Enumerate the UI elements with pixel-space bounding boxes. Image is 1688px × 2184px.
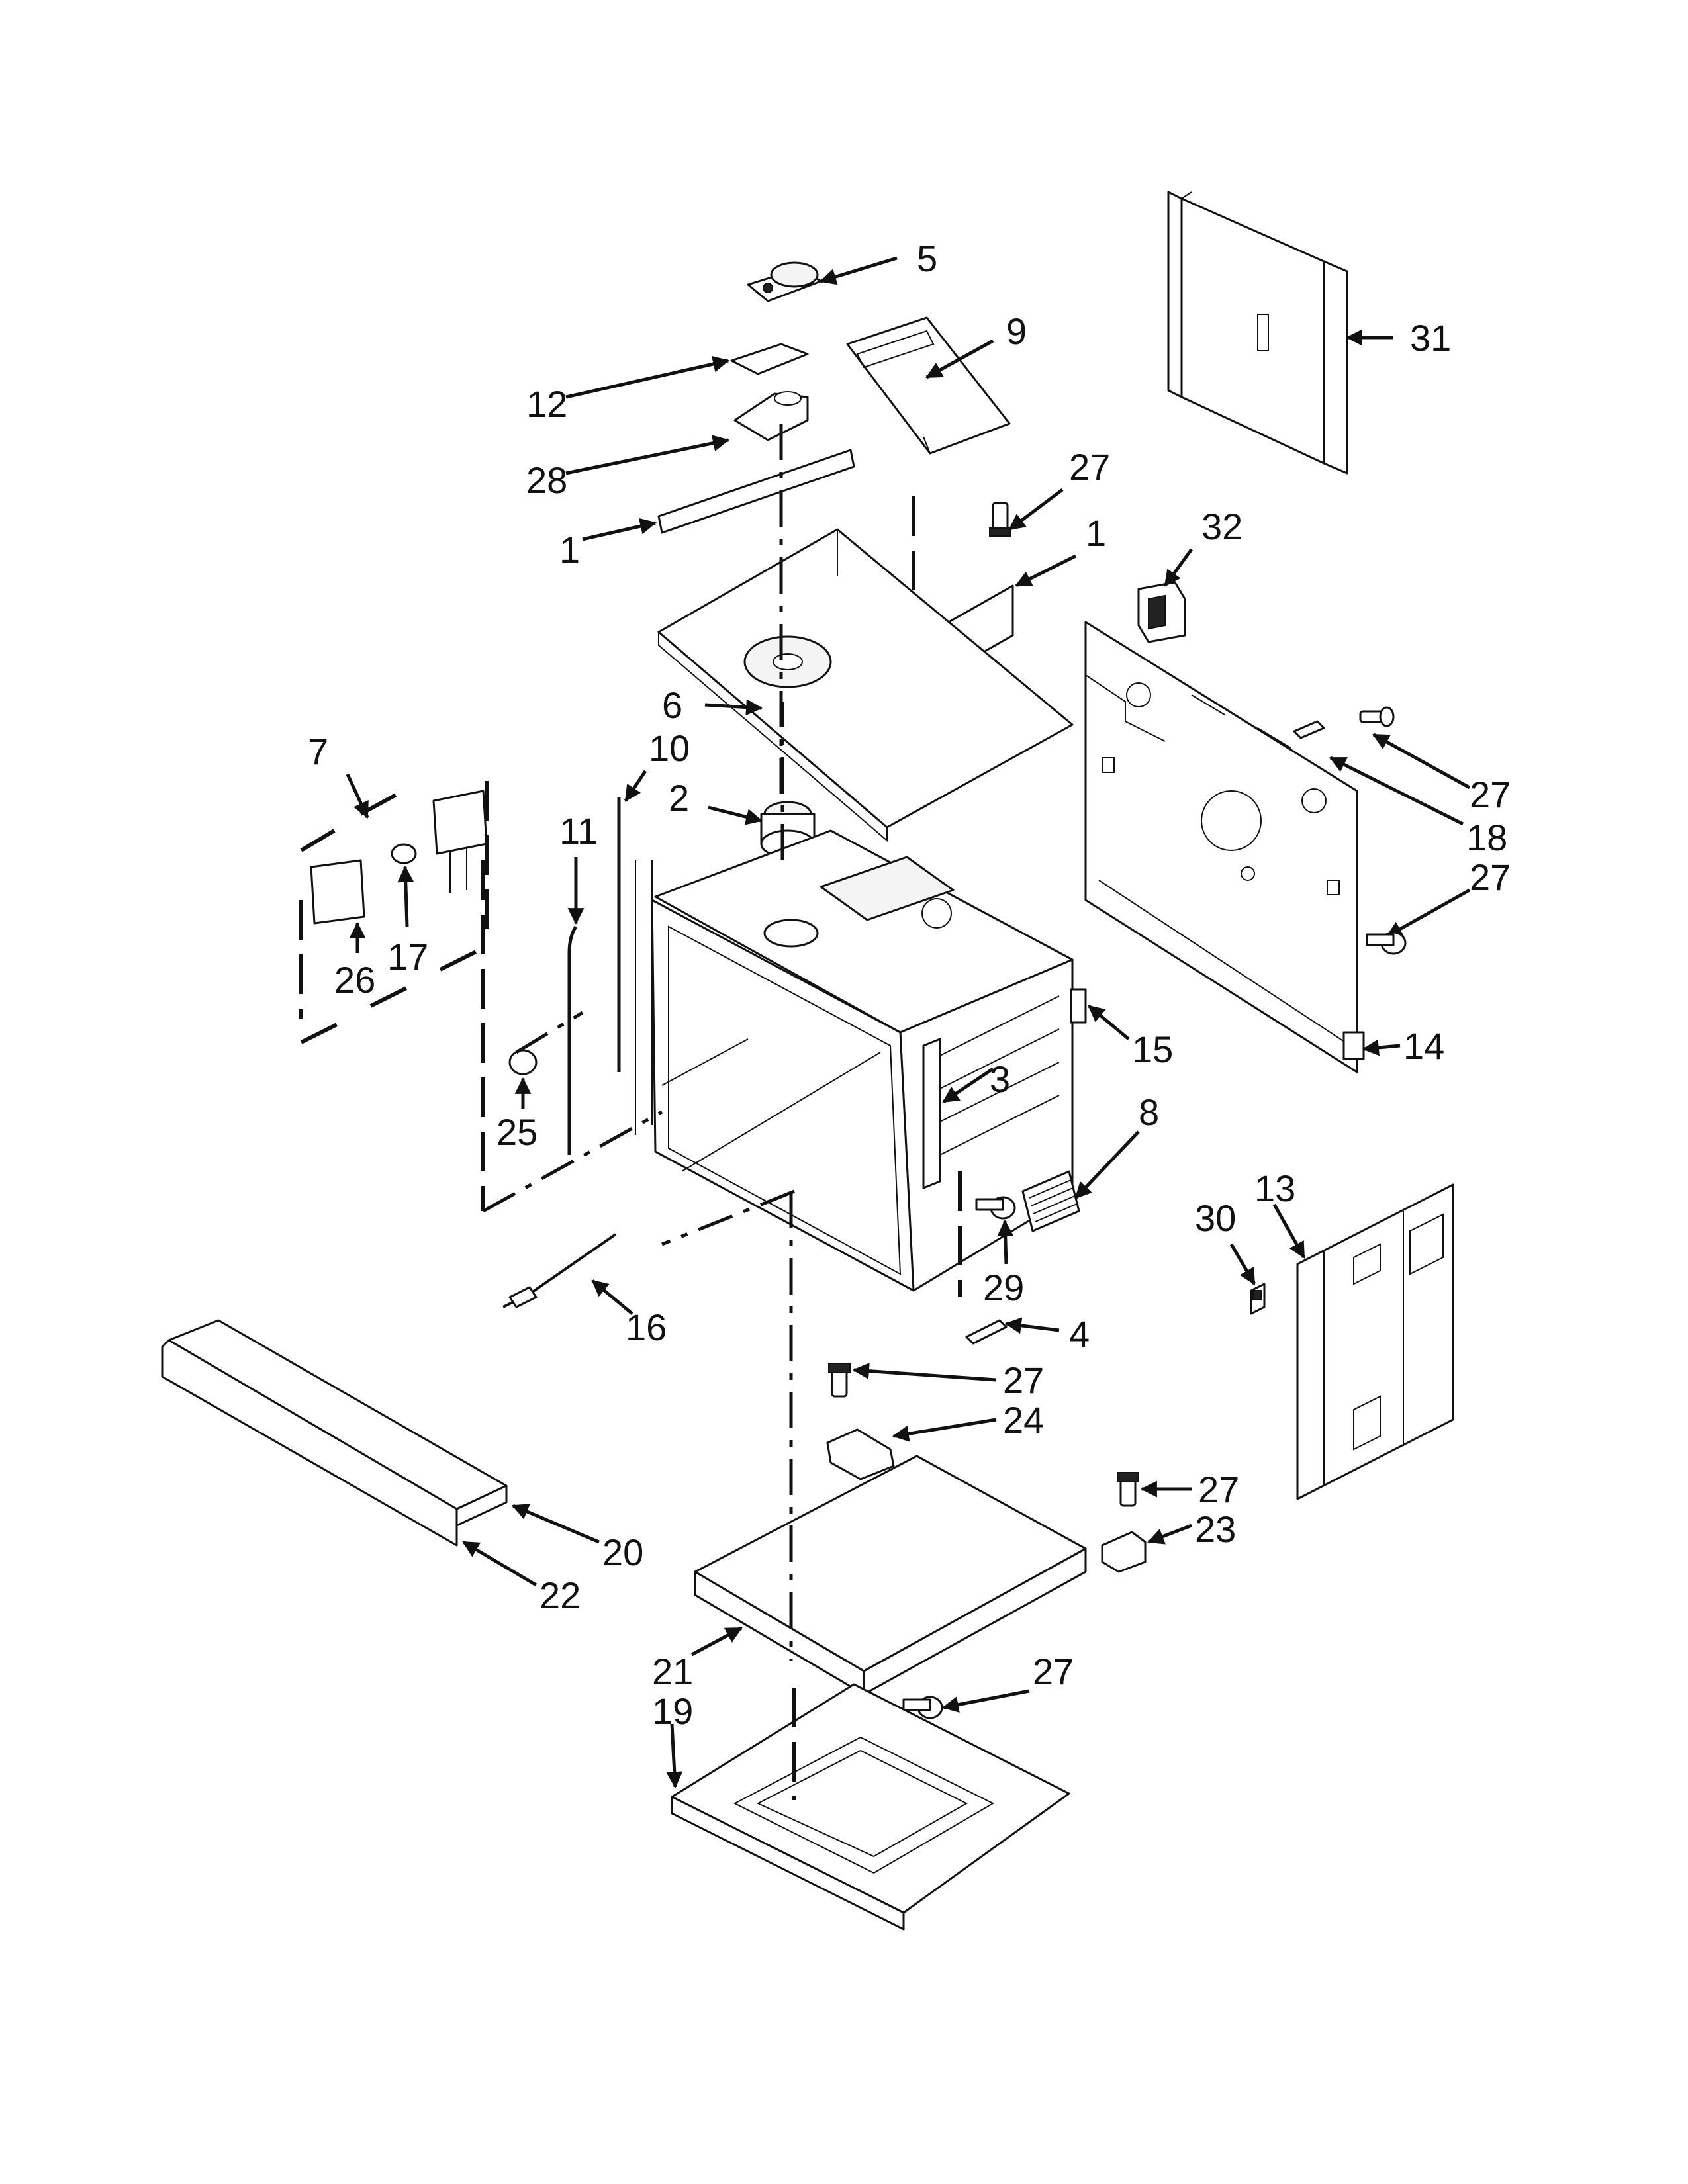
leader-lines bbox=[346, 256, 1471, 1789]
callout-18: 18 bbox=[1466, 817, 1507, 858]
part-15-connector bbox=[1070, 988, 1087, 1024]
callout-12: 12 bbox=[526, 383, 567, 425]
callout-32: 32 bbox=[1201, 506, 1243, 547]
callout-22: 22 bbox=[539, 1574, 581, 1616]
callout-21: 21 bbox=[652, 1651, 693, 1692]
callout-10: 10 bbox=[649, 727, 690, 769]
callout-1-right: 1 bbox=[1086, 512, 1106, 554]
callout-13: 13 bbox=[1254, 1167, 1295, 1209]
callout-9: 9 bbox=[1006, 310, 1027, 352]
part-32-bracket-box bbox=[1137, 581, 1186, 643]
part-27-screw-top bbox=[989, 502, 1011, 537]
callout-16: 16 bbox=[626, 1306, 667, 1348]
part-14-rear-frame bbox=[1084, 621, 1365, 1073]
part-1-rail-left bbox=[657, 449, 855, 534]
callout-7: 7 bbox=[308, 731, 328, 772]
part-22-rail bbox=[161, 1339, 458, 1547]
callout-15: 15 bbox=[1132, 1028, 1173, 1070]
callout-27-top: 27 bbox=[1069, 446, 1110, 488]
callout-27-right-a: 27 bbox=[1470, 774, 1511, 815]
part-12-plate bbox=[730, 343, 809, 375]
callout-27-bottom: 27 bbox=[1033, 1651, 1074, 1692]
part-28-mount bbox=[733, 391, 809, 441]
part-20-rail bbox=[167, 1319, 508, 1527]
callout-20: 20 bbox=[602, 1531, 643, 1573]
callout-31: 31 bbox=[1410, 317, 1451, 359]
part-30-clip bbox=[1250, 1283, 1266, 1315]
callout-28: 28 bbox=[526, 459, 567, 501]
part-24-bracket bbox=[826, 1363, 895, 1480]
callout-8: 8 bbox=[1139, 1091, 1159, 1133]
part-29-bolt bbox=[975, 1196, 1016, 1220]
part-27-screw-right bbox=[1366, 931, 1407, 955]
callout-23: 23 bbox=[1195, 1508, 1236, 1550]
callout-30: 30 bbox=[1195, 1197, 1236, 1239]
callout-27-right-b: 27 bbox=[1470, 856, 1511, 898]
part-7-control-group bbox=[310, 790, 538, 1075]
part-6-top-plate bbox=[657, 528, 1074, 842]
callout-11: 11 bbox=[559, 810, 598, 852]
callout-19: 19 bbox=[652, 1690, 693, 1732]
part-19-bottom-pan bbox=[671, 1683, 1070, 1931]
construction-lines bbox=[299, 424, 962, 1800]
callout-6: 6 bbox=[662, 684, 682, 726]
oven-cavity bbox=[635, 829, 1074, 1292]
part-18-sensor bbox=[1293, 706, 1395, 739]
part-21-bottom-plate bbox=[694, 1455, 1087, 1696]
callout-27-small: 27 bbox=[1198, 1469, 1239, 1510]
callout-labels: 5 9 31 12 28 27 1 1 32 6 7 10 2 11 27 18… bbox=[308, 238, 1511, 1732]
callout-24: 24 bbox=[1003, 1399, 1044, 1441]
callout-2: 2 bbox=[669, 777, 689, 819]
callout-5: 5 bbox=[917, 238, 937, 279]
part-13-side-panel bbox=[1296, 1183, 1454, 1500]
part-4-bracket bbox=[965, 1319, 1008, 1345]
part-23-bracket bbox=[1101, 1472, 1147, 1573]
callout-26: 26 bbox=[334, 959, 375, 1001]
callout-1-left: 1 bbox=[559, 529, 580, 570]
part-2-fan bbox=[760, 801, 816, 858]
callout-27-mid: 27 bbox=[1003, 1359, 1044, 1401]
part-31-rear-panel bbox=[1167, 191, 1348, 475]
part-3-bracket bbox=[922, 1038, 941, 1189]
part-8-grille bbox=[1021, 1170, 1080, 1232]
callout-4: 4 bbox=[1069, 1313, 1090, 1355]
part-16-probe bbox=[502, 1233, 617, 1308]
part-9-vent-duct bbox=[846, 316, 1011, 455]
part-11-gasket bbox=[567, 925, 578, 1155]
callout-3: 3 bbox=[990, 1058, 1010, 1100]
callout-14: 14 bbox=[1403, 1025, 1444, 1067]
part-5-motor bbox=[747, 261, 822, 302]
callout-17: 17 bbox=[387, 936, 428, 978]
callout-29: 29 bbox=[983, 1267, 1024, 1308]
callout-25: 25 bbox=[496, 1111, 538, 1153]
